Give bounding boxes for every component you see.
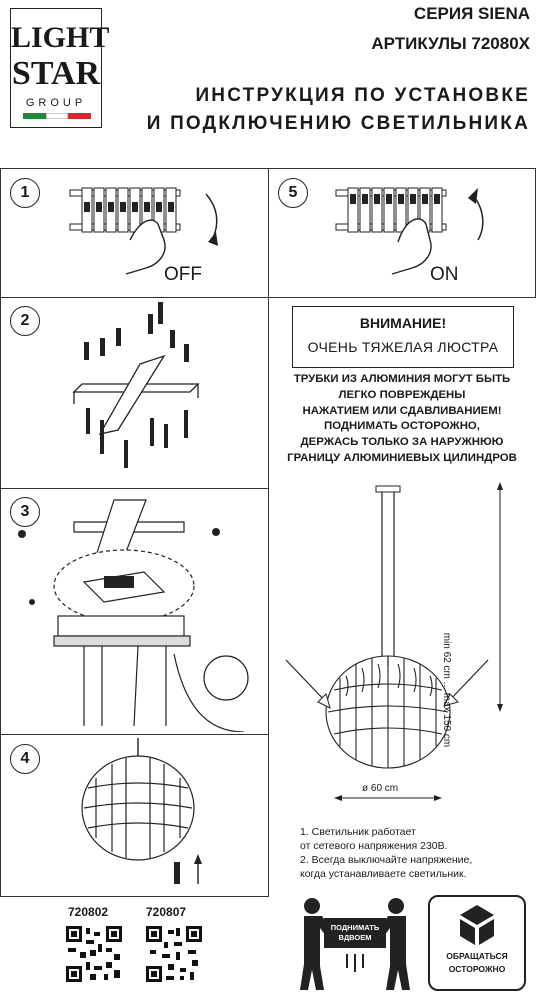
article-code-2: 720807: [146, 905, 187, 919]
note-line: от сетевого напряжения 230В.: [300, 840, 448, 852]
qr-code-icon: [146, 926, 202, 982]
height-dimension-label: min 62 cm ... max 150 cm: [441, 632, 452, 748]
caution-line: ЛЕГКО ПОВРЕЖДЕНЫ: [338, 388, 466, 401]
lamp-dimension-diagram: [285, 482, 503, 801]
off-label: OFF: [164, 264, 202, 285]
series-title: СЕРИЯ SIENA: [413, 4, 530, 23]
power-breaker-icon: [335, 187, 484, 275]
qr-code-icon: [66, 926, 122, 982]
flag-green: [23, 113, 46, 119]
step-number-2: 2: [10, 306, 40, 336]
warning-title: ВНИМАНИЕ!: [359, 315, 447, 331]
italian-flag-stripe: [23, 113, 92, 119]
caution-line: ДЕРЖАСЬ ТОЛЬКО ЗА НАРУЖНЮЮ: [300, 436, 504, 449]
lift-label-line1: ПОДНИМАТЬ: [331, 923, 380, 932]
pendant-lamp-icon: [81, 738, 202, 884]
instruction-title-line2: И ПОДКЛЮЧЕНИЮ СВЕТИЛЬНИКА: [146, 113, 530, 134]
articles-title: АРТИКУЛЫ 72080X: [371, 34, 530, 53]
instruction-title-line1: ИНСТРУКЦИЯ ПО УСТАНОВКЕ: [195, 85, 530, 106]
step-number-3: 3: [10, 497, 40, 527]
wiring-connection-icon: [18, 499, 249, 732]
lift-label-line2: ВДВОЕМ: [339, 933, 372, 942]
two-person-lift-icon: ПОДНИМАТЬ ВДВОЕМ: [300, 898, 410, 990]
caution-line: ТРУБКИ ИЗ АЛЮМИНИЯ МОГУТ БЫТЬ: [293, 373, 511, 385]
warning-box: ВНИМАНИЕ! ОЧЕНЬ ТЯЖЕЛАЯ ЛЮСТРА: [292, 306, 514, 368]
handle-with-care-line1: ОБРАЩАТЬСЯ: [446, 951, 508, 961]
step-4-panel: [0, 734, 269, 897]
step-number-4: 4: [10, 744, 40, 774]
logo-word-light: LIGHT: [11, 21, 110, 54]
note-line: когда устанавливаете светильник.: [300, 868, 467, 880]
caution-line: НАЖАТИЕМ ИЛИ СДАВЛИВАНИЕМ!: [302, 404, 502, 417]
mounting-bracket-icon: [72, 302, 200, 468]
handle-with-care-badge: ОБРАЩАТЬСЯ ОСТОРОЖНО: [428, 895, 526, 991]
flag-red: [68, 113, 92, 119]
on-label: ON: [430, 264, 459, 285]
diameter-dimension-label: ø 60 cm: [362, 783, 399, 794]
flag-white: [45, 113, 69, 119]
step-number-5: 5: [278, 178, 308, 208]
step-number-1: 1: [10, 178, 40, 208]
warning-subtitle: ОЧЕНЬ ТЯЖЕЛАЯ ЛЮСТРА: [307, 339, 499, 355]
caution-line: ГРАНИЦУ АЛЮМИНИЕВЫХ ЦИЛИНДРОВ: [287, 451, 517, 464]
article-code-1: 720802: [68, 905, 109, 919]
logo-word-star: STAR: [11, 55, 101, 92]
brand-logo: LIGHT STAR GROUP: [10, 8, 110, 128]
power-breaker-icon: [69, 187, 218, 275]
caution-line: ПОДНИМАТЬ ОСТОРОЖНО,: [324, 420, 480, 433]
logo-word-group: GROUP: [25, 97, 87, 109]
note-line: 2. Всегда выключайте напряжение,: [300, 854, 473, 866]
fragile-glass-icon: [460, 905, 494, 945]
caution-text: ТРУБКИ ИЗ АЛЮМИНИЯ МОГУТ БЫТЬ ЛЕГКО ПОВР…: [262, 372, 536, 467]
handle-with-care-line2: ОСТОРОЖНО: [448, 964, 506, 974]
note-line: 1. Светильник работает: [300, 826, 416, 838]
